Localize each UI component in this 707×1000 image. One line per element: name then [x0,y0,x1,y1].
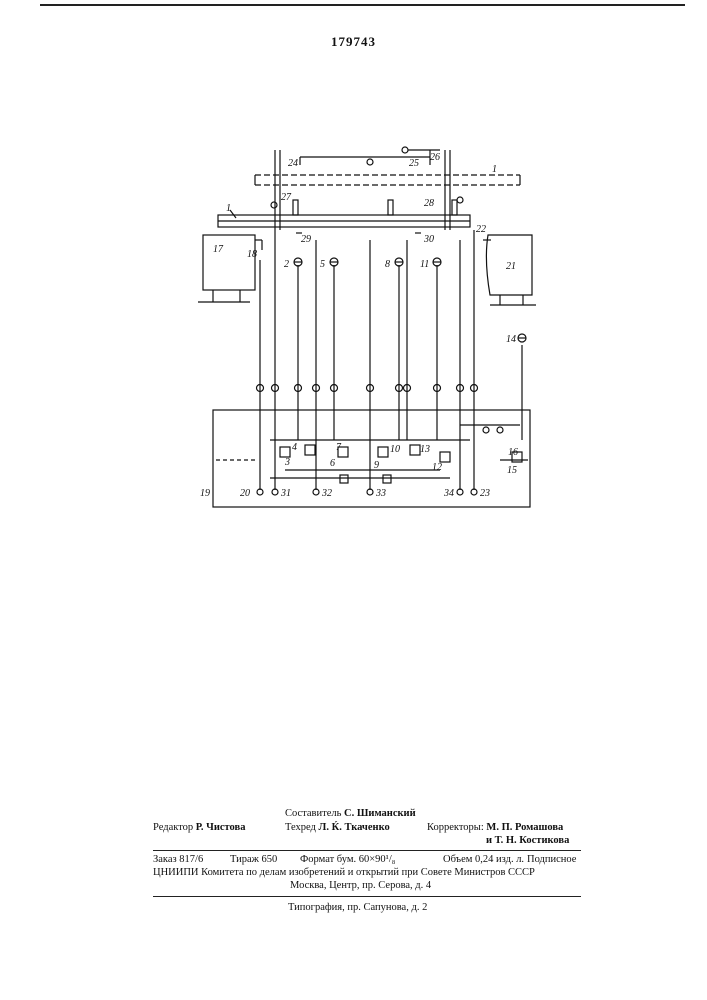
editor-name: Р. Чистова [196,822,246,833]
correctors-line: Корректоры: М. П. Ромашова [427,822,563,833]
imprint-divider-top [153,850,581,851]
subscription-label: Подписное [527,854,576,865]
org-line: ЦНИИПИ Комитета по делам изобретений и о… [153,867,535,878]
format-label: Формат бум. 60×90¹/₈ [300,854,395,865]
address-line: Москва, Центр, пр. Серова, д. 4 [290,880,431,891]
corrector-1: М. П. Ромашова [486,822,563,833]
compiler-label: Составитель [285,808,341,819]
techred-label: Техред [285,822,316,833]
corrector-2-line: и Т. Н. Костикова [486,835,569,846]
compiler-name: С. Шиманский [344,808,416,819]
printing-line: Типография, пр. Сапунова, д. 2 [288,902,427,913]
correctors-label: Корректоры: [427,822,484,833]
imprint-divider-bottom [153,896,581,897]
volume-label: Объем 0,24 изд. л. [443,854,524,865]
compiler-line: Составитель С. Шиманский [285,808,416,819]
editor-label: Редактор [153,822,193,833]
order-label: Заказ 817/6 [153,854,203,865]
circulation-label: Тираж 650 [230,854,277,865]
techred-name: Л. Ќ. Ткаченко [319,822,390,833]
techred-line: Техред Л. Ќ. Ткаченко [285,822,390,833]
corrector-2: и Т. Н. Костикова [486,835,569,846]
editor-line: Редактор Р. Чистова [153,822,245,833]
